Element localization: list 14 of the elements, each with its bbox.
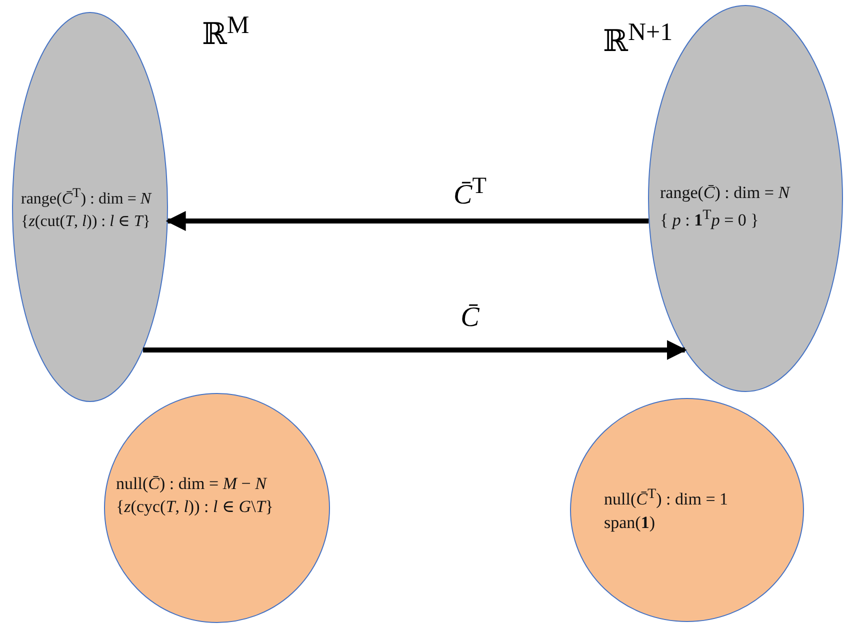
arrow: [166, 211, 649, 231]
math-text: null(C̄$^{T}$) : dim = 1: [604, 485, 728, 510]
math-text: { p : 1$^{T}$p = 0 }: [660, 206, 760, 231]
arrow: [143, 340, 687, 360]
math-text: span(1): [604, 512, 656, 533]
math-text: range(C̄$^{T}$) : dim = N: [21, 184, 152, 210]
math-text: {z(cyc(T, l)) : l ∈ G\T}: [116, 496, 274, 517]
math-text: null(C̄) : dim = M − N: [116, 473, 268, 494]
space-heading: ℝ$^{N+1}$: [603, 19, 673, 59]
edge-label: C̄: [460, 302, 480, 334]
math-text: range(C̄) : dim = N: [660, 182, 790, 203]
math-text: {z(cut(T, l)) : l ∈ T}: [21, 212, 152, 232]
edge-label: C̄$^{T}$: [454, 173, 486, 212]
space-heading: ℝ$^{M}$: [202, 12, 250, 52]
